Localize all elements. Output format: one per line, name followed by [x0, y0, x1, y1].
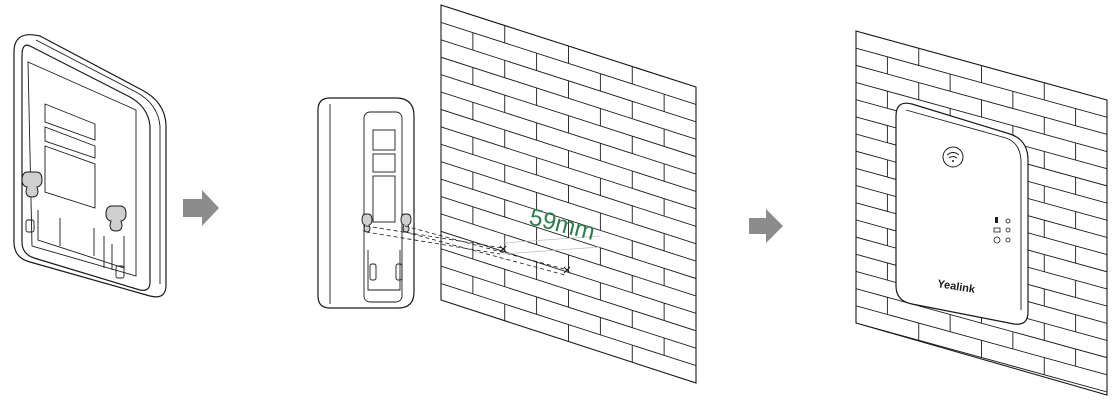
mounting-slot-icon [21, 171, 127, 232]
brick-course-line [441, 143, 696, 227]
brick-course-line [441, 74, 696, 158]
drill-holes-on-wall: 59mm [317, 4, 697, 384]
arrow-right-icon [183, 190, 219, 226]
base-station-back [13, 34, 167, 298]
power-icon [993, 236, 1011, 244]
drill-hole-marks [499, 245, 571, 274]
measurement-label: 59mm [527, 204, 598, 246]
brick-course-line [441, 91, 696, 175]
base-station-side [317, 97, 415, 309]
brand-logo: Yealink [937, 278, 977, 296]
brick-course-line [441, 213, 696, 297]
brick-course-line [441, 21, 696, 105]
brick-course-line [441, 283, 696, 367]
status-led-icon [995, 217, 1011, 224]
arrow-right-icon [749, 209, 783, 243]
base-station-mounted: Yealink [855, 30, 1108, 396]
brick-course-line [441, 161, 696, 245]
brick-wall-left [440, 4, 697, 384]
wifi-icon [942, 146, 964, 168]
network-icon [993, 227, 1011, 233]
